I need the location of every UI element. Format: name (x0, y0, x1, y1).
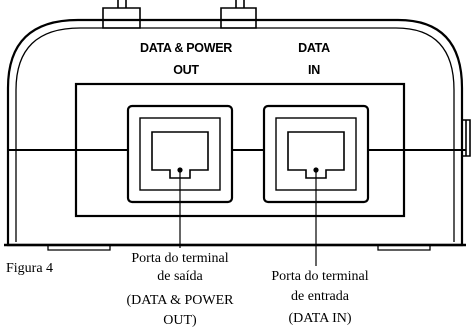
figure-label: Figura 4 (6, 261, 53, 276)
housing-outer (6, 18, 464, 247)
in-port-label-line2: IN (308, 63, 320, 77)
in-port-callout-line1: Porta do terminal (271, 269, 368, 284)
out-port-label: DATA & POWER (140, 41, 232, 55)
device-feet (47, 245, 431, 251)
in-port-label: DATA (298, 41, 330, 55)
leader-lines (177, 167, 319, 266)
in-port-callout-line2: de entrada (291, 289, 350, 304)
side-cable (462, 119, 471, 157)
out-port-label-line2: OUT (173, 63, 199, 77)
led-left (102, 0, 141, 29)
out-port-callout-line3: (DATA & POWER (127, 293, 235, 308)
out-port-callout-line2: de saída (157, 269, 203, 284)
housing-inner-rim (15, 27, 455, 242)
out-port-callout-line1: Porta do terminal (131, 251, 228, 266)
led-indicators (102, 0, 257, 29)
in-port-callout-line3: (DATA IN) (288, 311, 351, 326)
out-port-callout-line4: OUT) (163, 313, 197, 328)
led-right (220, 0, 257, 29)
